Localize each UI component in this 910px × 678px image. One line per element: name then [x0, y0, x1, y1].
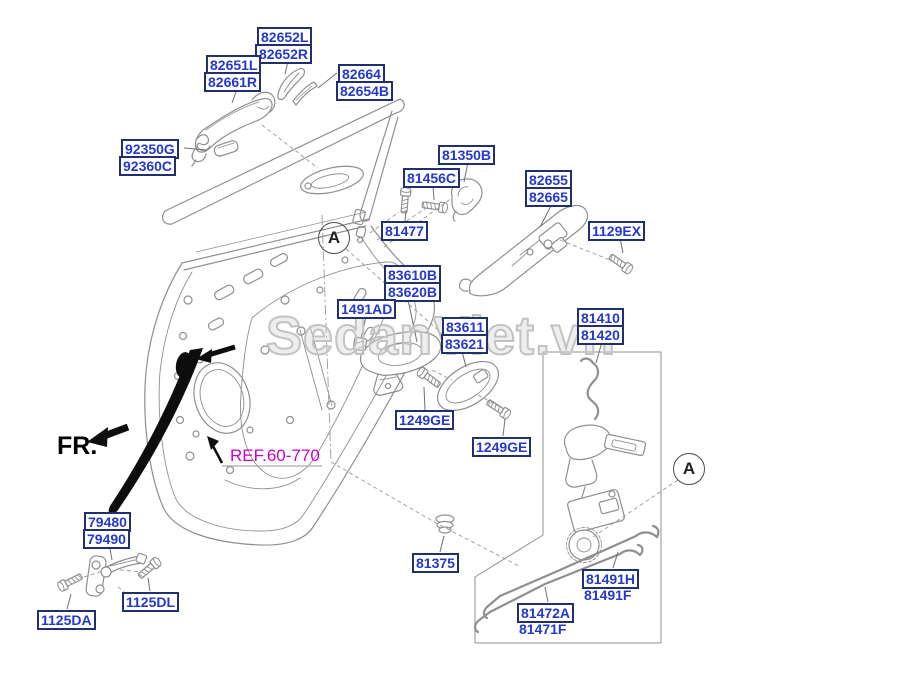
part-label-81350B: 81350B [438, 145, 496, 165]
part-label-81491H: 81491H [582, 569, 640, 589]
part-label-83621: 83621 [441, 334, 488, 354]
part-label-1491AD: 1491AD [337, 299, 397, 319]
part-label-1129EX: 1129EX [588, 221, 646, 241]
part-label-82652R: 82652R [255, 44, 313, 64]
part-label-1125DL: 1125DL [122, 592, 180, 612]
detail-marker-A-door: A [318, 222, 350, 254]
detail-marker-A-latch: A [673, 453, 705, 485]
part-label-82651L: 82651L [206, 55, 262, 75]
door-panel-drawing [144, 98, 435, 546]
part-label-83610B: 83610B [384, 265, 442, 285]
part-label-81471F: 81471F [519, 621, 567, 637]
part-label-1249GE-inner-handle: 1249GE [395, 410, 455, 430]
part-label-79490: 79490 [83, 529, 130, 549]
part-label-82665: 82665 [525, 187, 572, 207]
part-label-1249GE-bezel: 1249GE [472, 437, 532, 457]
part-label-81410: 81410 [577, 308, 624, 328]
part-label-81472A: 81472A [517, 603, 575, 623]
black-annotations [87, 344, 236, 515]
part-label-81491F: 81491F [584, 587, 632, 603]
part-label-81420: 81420 [577, 325, 624, 345]
part-label-82654B: 82654B [336, 81, 394, 101]
part-label-83620B: 83620B [384, 282, 442, 302]
part-label-82661R: 82661R [204, 72, 262, 92]
part-label-92360C: 92360C [119, 156, 177, 176]
ref-section-label: REF.60-770 [230, 446, 320, 465]
leader-lines [66, 60, 624, 610]
part-label-81456C: 81456C [403, 168, 461, 188]
fr-direction-label: FR. [57, 432, 98, 460]
part-label-92350G: 92350G [121, 139, 179, 159]
part-label-1125DA: 1125DA [37, 610, 96, 630]
part-label-81477: 81477 [381, 221, 428, 241]
part-label-82655: 82655 [525, 170, 572, 190]
part-label-81375: 81375 [412, 553, 459, 573]
